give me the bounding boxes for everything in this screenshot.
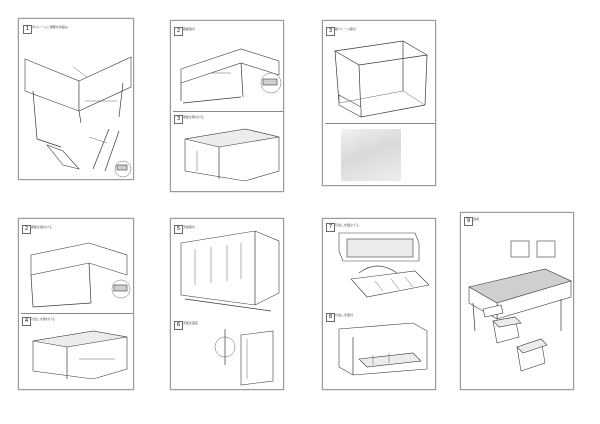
instruction-page-5: 5 天板取付 6 天板を固定: [170, 218, 284, 390]
section-divider: [173, 111, 283, 112]
assembly-photo: [341, 129, 401, 181]
assembly-drawing-frame: [333, 40, 429, 118]
step-title: 幕板を取付ける: [31, 225, 53, 229]
step-title: 背フレームと脚部を仮組み: [32, 25, 68, 29]
step-title: 完成: [473, 217, 480, 221]
step-title: 引出しを取付: [335, 313, 354, 317]
step-number-box: 9: [464, 217, 473, 226]
instruction-page-7: 9 完成: [460, 212, 574, 390]
step-title: 幕板を取付ける: [183, 115, 205, 119]
step-number-box: 2: [174, 27, 183, 36]
step-number-box: 1: [23, 25, 32, 34]
step-title: 天板を固定: [183, 321, 199, 325]
instruction-page-1: 1 背フレームと脚部を仮組み: [18, 18, 134, 180]
section-divider: [325, 123, 435, 124]
step-title: 横フレーム取付: [335, 27, 356, 31]
instruction-page-2: 2 幕板取付 3 幕板を取付ける: [170, 20, 284, 192]
step-number-box: 5: [174, 225, 183, 234]
step-number-box: 8: [326, 313, 335, 322]
section-divider: [21, 313, 133, 314]
assembly-drawing-drawer: [338, 232, 430, 376]
step-number-box: 3: [174, 115, 183, 124]
assembly-drawing-panel: [30, 242, 131, 380]
step-title: 幕板取付: [183, 27, 196, 31]
instruction-page-3: 3 横フレーム取付: [322, 20, 436, 186]
assembly-drawing-panel: [180, 48, 282, 182]
step-number-box: 7: [326, 223, 335, 232]
step-number-box: 4: [22, 317, 31, 326]
step-title: 引出しを取付ける: [31, 317, 56, 321]
instruction-page-4: 2 幕板を取付ける 4 引出しを取付ける: [18, 218, 134, 390]
assembly-drawing-frame: [24, 56, 132, 178]
step-title: 天板取付: [183, 225, 196, 229]
step-title: 引出しを組立てる: [335, 223, 360, 227]
assembly-drawing-complete: [468, 240, 572, 372]
step-number-box: 2: [22, 225, 31, 234]
step-number-box: 6: [174, 321, 183, 330]
instruction-page-6: 7 引出しを組立てる 8 引出しを取付: [322, 218, 436, 390]
assembly-drawing-top: [180, 230, 280, 386]
step-number-box: 3: [326, 27, 335, 36]
